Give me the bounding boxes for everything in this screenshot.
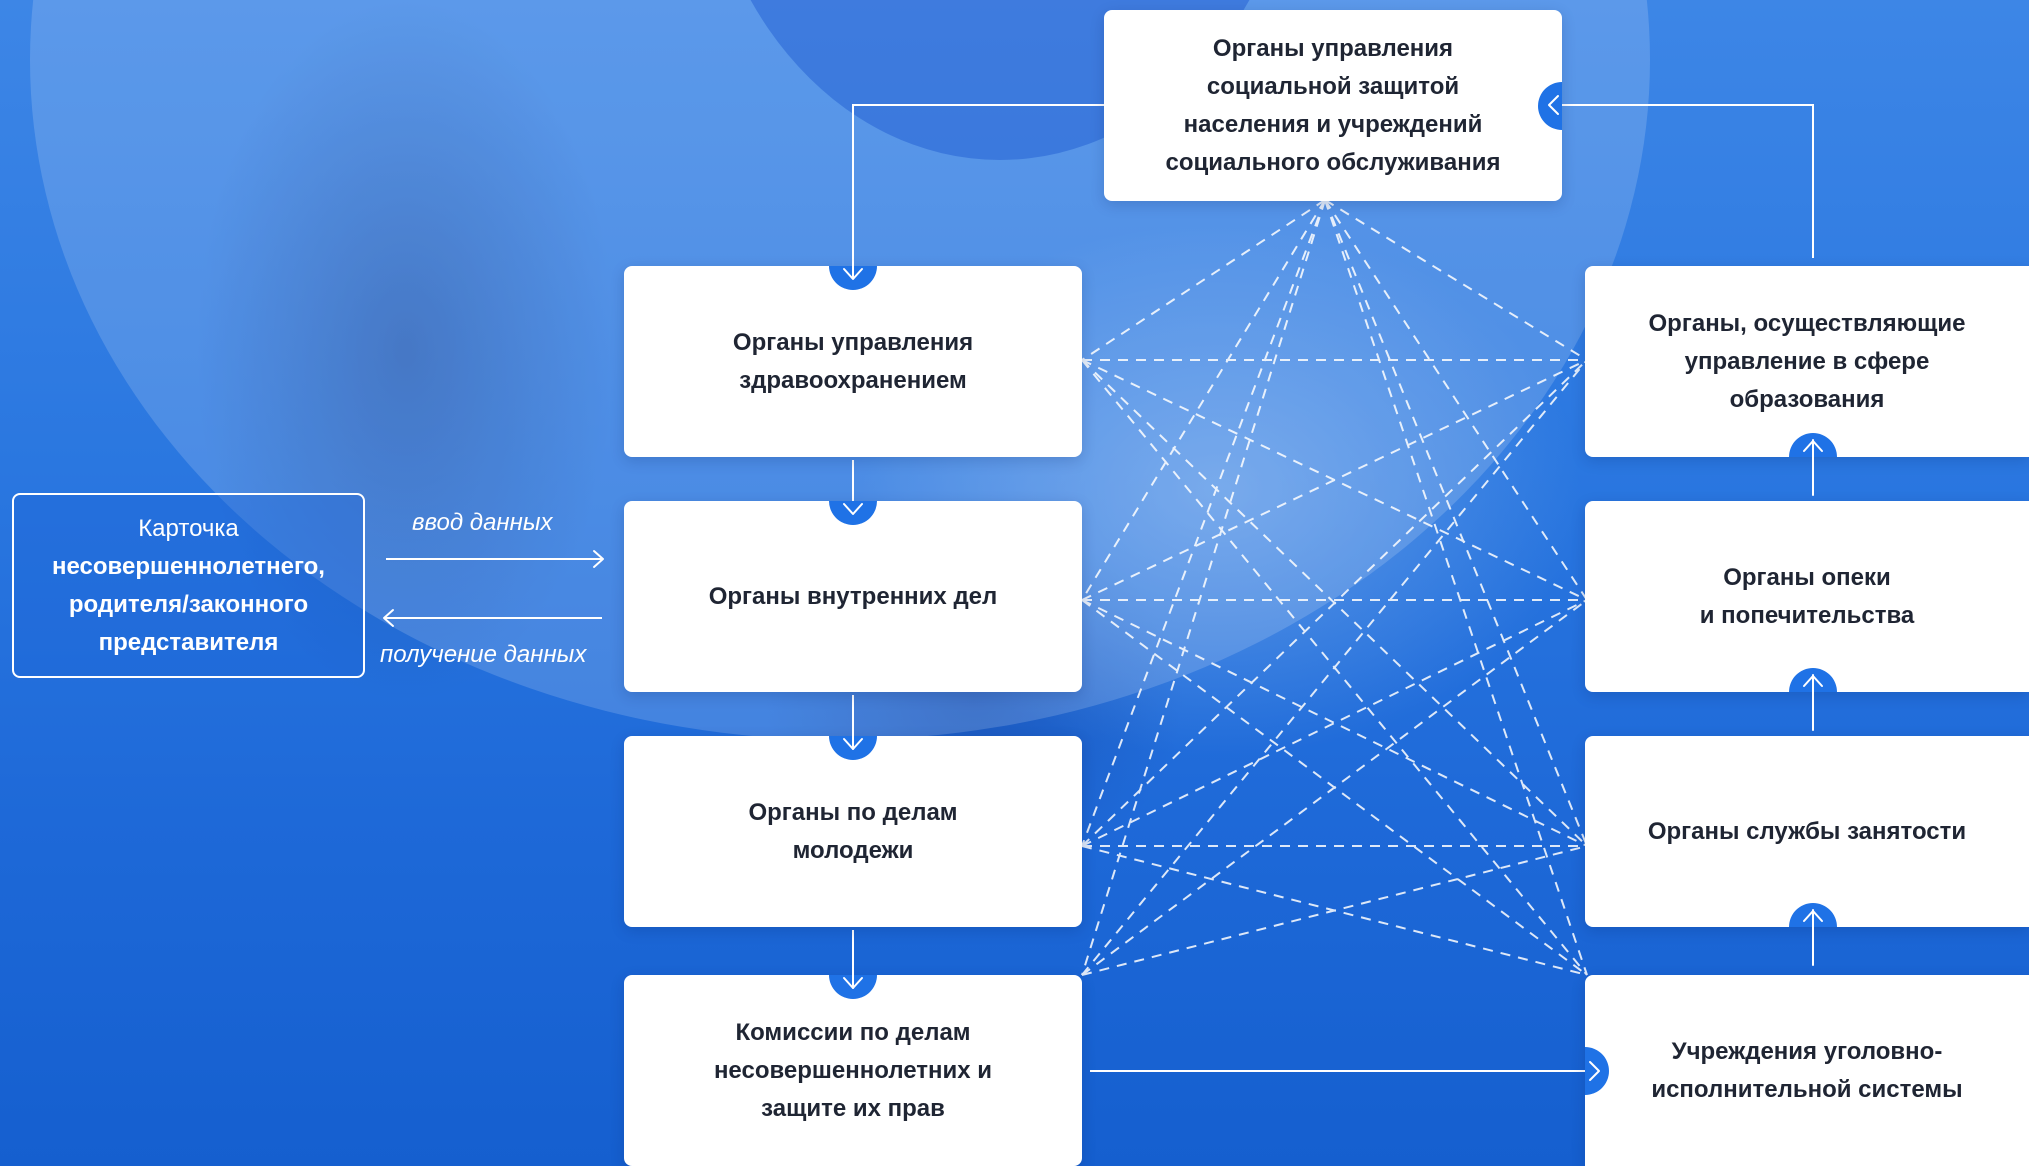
arrow-right-icon: [1589, 1061, 1600, 1081]
badge-penal-left: [1585, 1047, 1609, 1095]
node-health-label: Органы управления здравоохранением: [732, 328, 974, 394]
minor-card: Карточка несовершеннолетнего, родителя/з…: [12, 493, 365, 678]
arrow-down-icon: [843, 503, 863, 515]
node-education-label: Органы, осуществляющие управление в сфер…: [1648, 309, 1966, 413]
arrow-up-icon: [1803, 675, 1823, 687]
node-social-protection: Органы управления социальной защитой нас…: [1104, 10, 1562, 201]
arrow-right-icon: [593, 550, 604, 568]
node-minors-commission: Комиссии по делам несовершеннолетних и з…: [624, 975, 1082, 1166]
arrow-up-icon: [1803, 440, 1823, 452]
arrow-left-icon: [1548, 95, 1559, 115]
node-education: Органы, осуществляющие управление в сфер…: [1585, 266, 2029, 457]
minor-card-text: Карточка несовершеннолетнего, родителя/з…: [52, 510, 325, 662]
node-employment-label: Органы службы занятости: [1647, 817, 1967, 845]
node-internal-affairs: Органы внутренних дел: [624, 501, 1082, 692]
node-internal-affairs-label: Органы внутренних дел: [708, 582, 998, 610]
label-data-output: получение данных: [380, 641, 587, 668]
node-youth-affairs: Органы по делам молодежи: [624, 736, 1082, 927]
dashed-mesh: [1081, 199, 1588, 976]
node-social-protection-label: Органы управления социальной защитой нас…: [1165, 34, 1501, 176]
node-employment: Органы службы занятости: [1585, 736, 2029, 927]
label-data-input: ввод данных: [412, 509, 553, 536]
node-youth-affairs-label: Органы по делам молодежи: [748, 798, 958, 864]
arrow-down-icon: [843, 977, 863, 989]
arrow-down-icon: [843, 268, 863, 280]
arrow-left-icon: [383, 609, 394, 627]
node-minors-commission-label: Комиссии по делам несовершеннолетних и з…: [713, 1018, 993, 1122]
node-guardianship-label: Органы опеки и попечительства: [1699, 563, 1915, 629]
arrowheads: [383, 95, 1823, 1081]
arrow-badges: [829, 82, 1837, 1095]
node-guardianship: Органы опеки и попечительства: [1585, 501, 2029, 692]
arrow-down-icon: [843, 738, 863, 750]
node-penal-system-label: Учреждения уголовно- исполнительной сист…: [1651, 1037, 1963, 1103]
node-penal-system: Учреждения уголовно- исполнительной сист…: [1585, 975, 2029, 1166]
arrow-up-icon: [1803, 910, 1823, 922]
minor-card-subtitle: несовершеннолетнего, родителя/законного …: [52, 552, 325, 656]
node-health: Органы управления здравоохранением: [624, 266, 1082, 457]
minor-card-title: Карточка: [138, 514, 239, 542]
